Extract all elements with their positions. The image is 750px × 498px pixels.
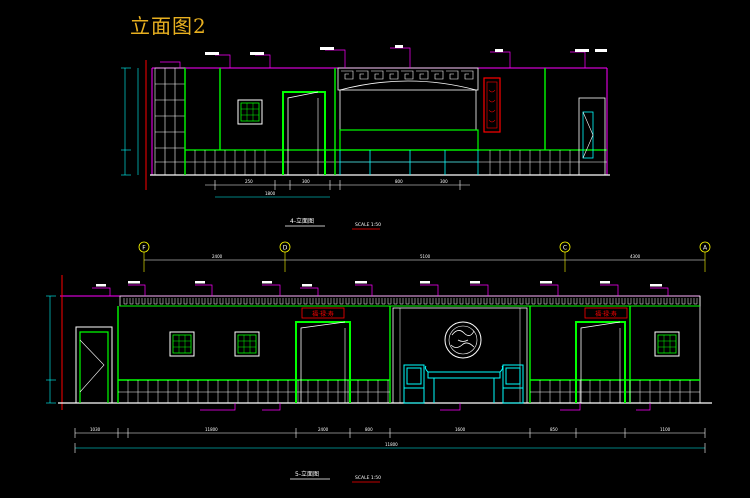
grid-bubble-f-label: F — [142, 245, 146, 252]
elevation-b-dimension-labels: 1030 11800 2400 800 1600 850 1100 11800 — [90, 427, 671, 447]
elevation-a-dim-3: 800 — [395, 179, 403, 184]
grid-axes: F D C A 2400 5100 4300 — [138, 241, 711, 272]
grid-bubble-f — [138, 241, 150, 253]
elevation-b-plaque-right: 福·禄·寿 — [595, 310, 617, 318]
elevation-a-lattice-transom — [337, 67, 479, 130]
elevation-a-walls — [184, 68, 546, 175]
elevation-a-scale: SCALE 1:50 — [355, 222, 381, 228]
elevation-b-leader-tags — [96, 281, 662, 287]
elevation-b-dentils — [123, 298, 698, 305]
elevation-b-dim-7: 1100 — [660, 427, 671, 432]
elevation-b-eave — [119, 295, 701, 307]
elevation-b-dim-1: 1030 — [90, 427, 101, 432]
elevation-b-dimension-chain — [74, 428, 706, 453]
elevation-a-bench — [339, 129, 479, 175]
grid-bubble-d-label: D — [283, 245, 288, 252]
elevation-a-leader-tags — [205, 45, 607, 55]
elevation-b-dim-3: 2400 — [318, 427, 329, 432]
elevation-b-vertical-dimensions — [46, 295, 56, 404]
elevation-b-lattice-window-2 — [234, 331, 260, 357]
elevation-a-wainscot — [185, 149, 607, 175]
grid-span-3: 4300 — [630, 254, 641, 259]
elevation-a-red-couplet — [483, 77, 501, 133]
elevation-b-bottom-leaders — [200, 403, 651, 411]
elevation-a-dim-4: 300 — [440, 179, 448, 184]
elevation-a-dim-2: 300 — [302, 179, 310, 184]
elevation-b-chair-right — [502, 364, 524, 404]
grid-span-1: 2400 — [212, 254, 223, 259]
elevation-b-plaque-left-frame — [301, 307, 345, 319]
elevation-b-altar-table — [424, 365, 504, 403]
grid-bubble-c-label: C — [563, 245, 567, 252]
elevation-b-dim-2: 11800 — [205, 427, 218, 432]
elevation-b-dim-4: 800 — [365, 427, 373, 432]
elevation-b-plaque-left: 福·禄·寿 — [312, 310, 334, 318]
elevation-b-dim-5: 1600 — [455, 427, 466, 432]
elevation-b-door-right — [575, 321, 626, 403]
elevation-b-side-door — [75, 326, 113, 404]
elevation-b-chair-left — [403, 364, 425, 404]
elevation-a-dim-1: 250 — [245, 179, 253, 184]
elevation-a-dimension-labels: 250 300 800 300 1800 — [245, 179, 448, 196]
elevation-a-lattice-window — [237, 99, 263, 125]
elevation-b-door-left — [295, 321, 351, 403]
elevation-a-tiled-column — [154, 67, 186, 176]
elevation-b-round-medallion — [444, 321, 482, 359]
grid-bubble-d — [279, 241, 291, 253]
elevation-b-caption: 5-立面图 — [295, 470, 319, 478]
elevation-b-wainscot-tiles — [127, 380, 691, 403]
elevation-b-dim-total: 11800 — [385, 442, 398, 447]
elevation-b-lattice-window-3 — [654, 331, 680, 357]
elevation-a-leaders — [160, 47, 586, 68]
elevation-a-bottom-dimension-chain — [205, 180, 470, 198]
grid-bubble-a — [699, 241, 711, 253]
elevation-b-scale: SCALE 1:50 — [355, 475, 381, 481]
elevation-b-plaque-right-frame — [584, 307, 628, 319]
sheet-title: 立面图2 — [130, 14, 207, 38]
elevation-a: 250 300 800 300 1800 4-立面图 SCALE 1:50 — [121, 45, 610, 230]
elevation-b-dim-6: 850 — [550, 427, 558, 432]
grid-bubble-c — [559, 241, 571, 253]
elevation-a-side-panel — [578, 97, 606, 176]
grid-bubble-a-label: A — [703, 245, 708, 252]
elevation-b-walls — [117, 306, 700, 403]
elevation-b-leaders — [92, 284, 669, 296]
grid-span-2: 5100 — [420, 254, 431, 259]
elevation-a-dim-5: 1800 — [265, 191, 276, 196]
elevation-b: 福·禄·寿 — [46, 275, 712, 483]
elevation-b-lattice-window-1 — [169, 331, 195, 357]
elevation-a-door — [282, 91, 326, 175]
elevation-a-caption: 4-立面图 — [290, 217, 314, 225]
elevation-a-vertical-dimensions — [121, 67, 139, 176]
